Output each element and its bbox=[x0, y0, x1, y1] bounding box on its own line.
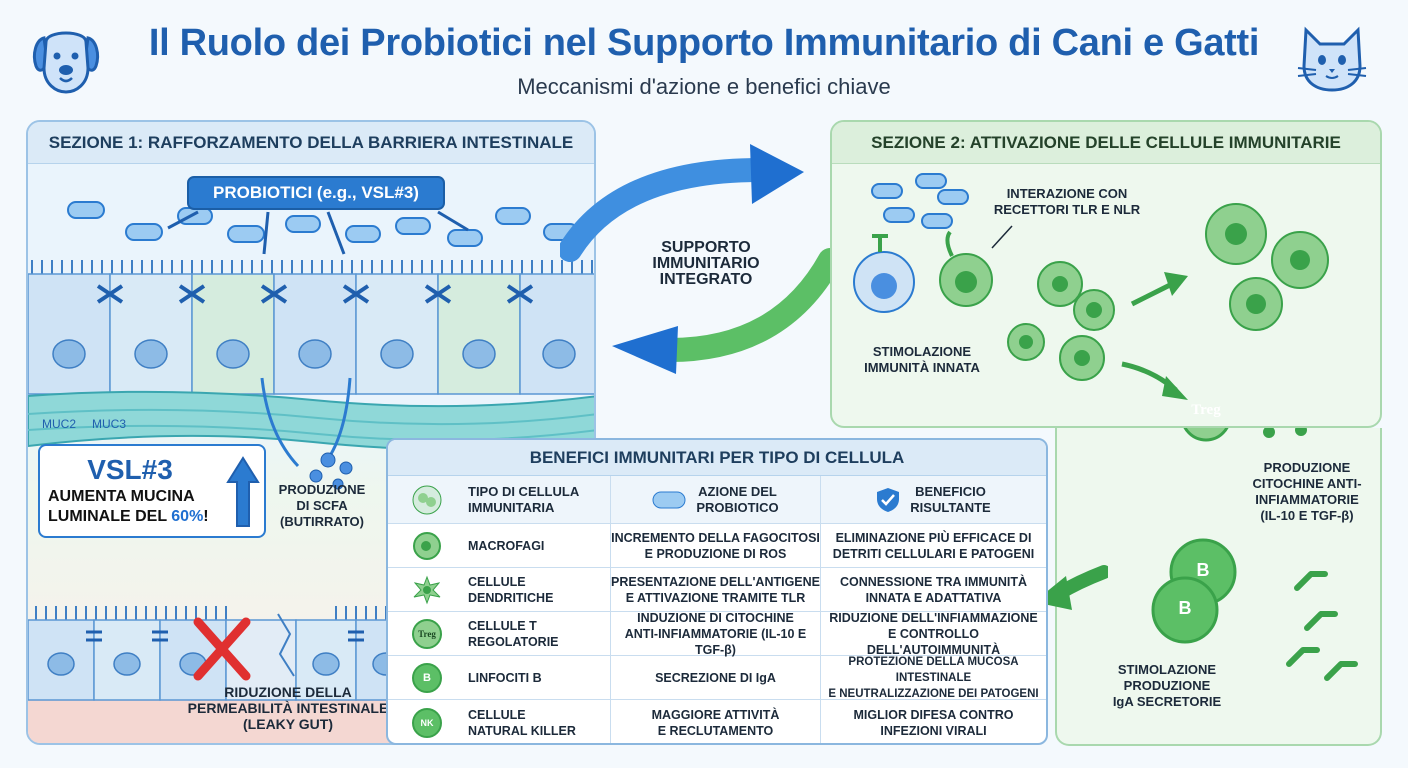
benefits-table: BENEFICI IMMUNITARI PER TIPO DI CELLULA … bbox=[386, 438, 1048, 745]
page-title: Il Ruolo dei Probiotici nel Supporto Imm… bbox=[148, 22, 1260, 64]
nk-cell-icon: NK bbox=[412, 707, 442, 738]
dog-icon bbox=[32, 31, 100, 94]
muc3-label: MUC3 bbox=[92, 417, 127, 431]
shield-icon bbox=[877, 487, 900, 512]
cat-icon bbox=[1297, 26, 1367, 92]
b-cell-2: B bbox=[1178, 598, 1192, 618]
dendritic-cell-icon bbox=[412, 575, 442, 604]
vsl3-line2: LUMINALE DEL 60%! bbox=[48, 508, 209, 525]
treg-cell: Treg bbox=[1191, 402, 1221, 418]
muc2-label: MUC2 bbox=[42, 417, 77, 431]
table-row: B LINFOCITI B SECREZIONE DI IgA PROTEZIO… bbox=[388, 656, 1046, 700]
macrophage-icon bbox=[413, 531, 441, 560]
bacteria-icon bbox=[652, 491, 686, 508]
b-cell-icon: B bbox=[412, 662, 442, 693]
table-title: BENEFICI IMMUNITARI PER TIPO DI CELLULA bbox=[388, 440, 1046, 476]
vsl3-title: VSL#3 bbox=[87, 454, 173, 485]
immune-cells-illustration bbox=[853, 173, 1329, 400]
treg-icon: Treg bbox=[412, 618, 442, 649]
cells-icon bbox=[412, 485, 442, 514]
b-cells-illustration bbox=[1151, 428, 1358, 681]
cycle-arrows-illustration bbox=[560, 144, 842, 374]
section2-title: SEZIONE 2: ATTIVAZIONE DELLE CELLULE IMM… bbox=[832, 122, 1380, 164]
section-immune-activation: SEZIONE 2: ATTIVAZIONE DELLE CELLULE IMM… bbox=[830, 120, 1382, 428]
section1-title: SEZIONE 1: RAFFORZAMENTO DELLA BARRIERA … bbox=[28, 122, 594, 164]
b-cell-1: B bbox=[1196, 560, 1210, 580]
vsl3-percentage: 60% bbox=[171, 508, 204, 525]
vsl3-line1: AUMENTA MUCINA bbox=[48, 488, 195, 505]
arrow-up-icon bbox=[226, 456, 260, 527]
probiotics-label: PROBIOTICI (e.g., VSL#3) bbox=[187, 176, 445, 210]
vsl3-callout: VSL#3 AUMENTA MUCINA LUMINALE DEL 60%! bbox=[38, 444, 266, 538]
page-subtitle: Meccanismi d'azione e benefici chiave bbox=[517, 74, 891, 99]
